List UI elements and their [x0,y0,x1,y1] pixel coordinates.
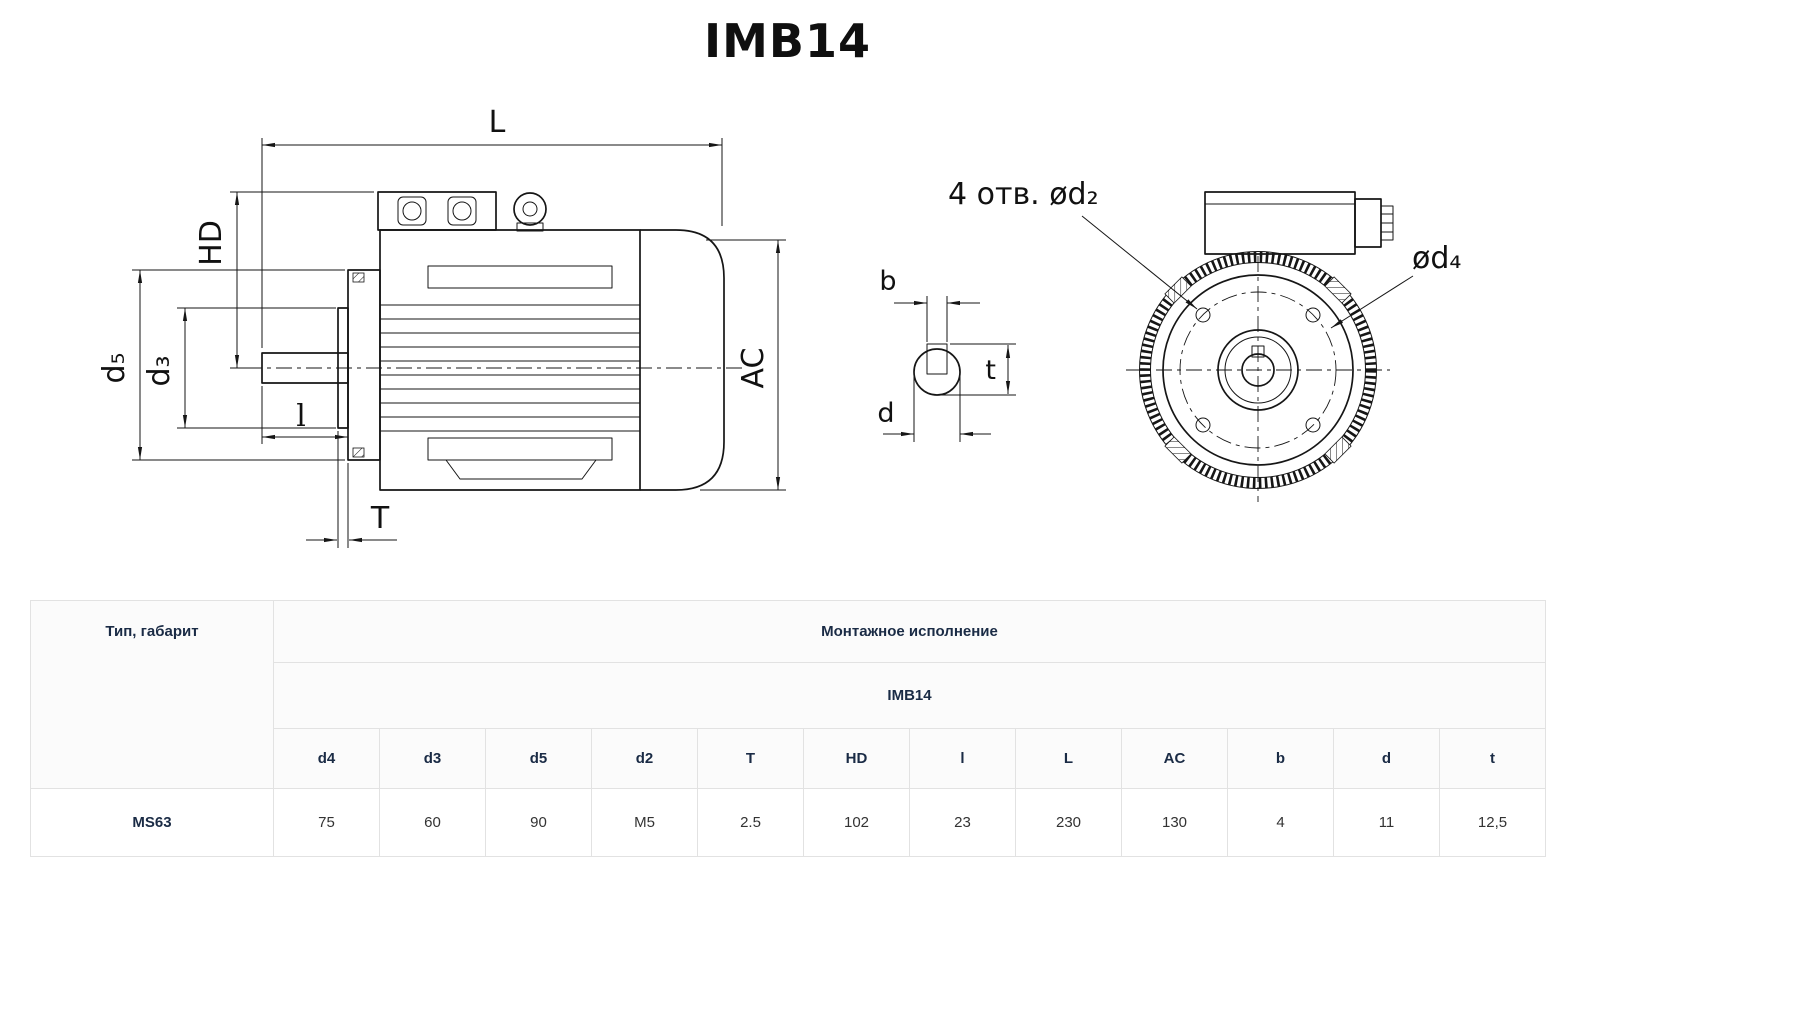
dim-label-HD: HD [194,220,229,266]
dim-label-T: T [370,501,390,536]
col-header-AC: AC [1121,728,1228,789]
table-row: MS63 75 60 90 M5 2.5 102 23 230 130 4 11… [30,788,1546,857]
side-view-dimensions [132,138,786,548]
table-variant-row: IMB14 [31,662,1546,729]
value-d: 11 [1333,788,1440,857]
lifting-eye-hole [522,201,538,217]
value-t: 12,5 [1439,788,1546,857]
bottom-rib [427,437,613,461]
key-section [926,343,948,375]
dim-label-d5: d₅ [97,352,132,383]
top-rib [427,265,613,289]
shaft [261,352,349,384]
cable-gland [447,196,477,226]
dimensions-table: Тип, габарит Монтажное исполнение IMB14 … [30,600,1546,857]
value-L: 230 [1015,788,1122,857]
cable-gland [397,196,427,226]
key-section-dimensions [883,296,1016,442]
label-d4: ød₄ [1412,241,1461,276]
terminal-box [377,191,497,231]
shaft-section [913,348,961,396]
flange-hole-section [352,447,365,458]
value-d4: 75 [273,788,380,857]
value-l: 23 [909,788,1016,857]
flange-hole-section [352,272,365,283]
dim-label-d3: d₃ [142,355,177,386]
d4-leader-line [1330,275,1414,329]
col-header-t: t [1439,728,1546,789]
mounting-lugs [1164,276,1352,464]
col-header-d2: d2 [591,728,698,789]
col-header-b: b [1227,728,1334,789]
variant-header-cell: IMB14 [273,662,1546,729]
col-header-l: l [909,728,1016,789]
holes-leader-line [1081,215,1198,310]
page-title: IMB14 [704,14,871,68]
row-type-cell: MS63 [30,788,274,857]
value-b: 4 [1227,788,1334,857]
technical-drawing: L HD d₅ d₃ l T AC b t d [97,105,1461,548]
lifting-eye-base [516,222,544,232]
dim-label-AC: AC [736,348,771,389]
front-terminal-box [1204,191,1394,255]
flange [347,269,381,461]
dim-label-L: L [489,105,506,140]
cooling-fins [380,304,640,432]
key-section-drawing [913,343,961,396]
col-header-d5: d5 [485,728,592,789]
col-header-L: L [1015,728,1122,789]
label-holes: 4 отв. ød₂ [948,177,1099,212]
dim-label-t: t [985,355,996,386]
mounting-hole [1195,417,1211,433]
mounting-hole [1305,417,1321,433]
dim-label-l: l [296,399,306,434]
dim-label-d: d [877,398,894,429]
table-columns-row: d4 d3 d5 d2 T HD l L AC b d t [31,728,1546,789]
col-header-HD: HD [803,728,910,789]
fan-cover [640,229,725,491]
col-header-d: d [1333,728,1440,789]
mounting-hole [1195,307,1211,323]
value-HD: 102 [803,788,910,857]
side-view-drawing [246,191,744,491]
cable-gland-hole [452,201,472,221]
dim-label-b: b [879,266,896,297]
table-header-row: Тип, габарит Монтажное исполнение [30,600,1546,789]
value-d3: 60 [379,788,486,857]
value-d5: 90 [485,788,592,857]
col-header-d3: d3 [379,728,486,789]
mounting-hole [1305,307,1321,323]
value-d2: M5 [591,788,698,857]
motor-body [379,229,641,491]
col-header-T: T [697,728,804,789]
lifting-eye [513,192,547,226]
type-header-cell: Тип, габарит [30,600,274,789]
value-T: 2.5 [697,788,804,857]
bottom-base [445,459,597,480]
cable-gland-hole [402,201,422,221]
value-AC: 130 [1121,788,1228,857]
mounting-header-cell: Монтажное исполнение [273,600,1546,663]
col-header-d4: d4 [273,728,380,789]
front-view-drawing [1081,191,1414,502]
